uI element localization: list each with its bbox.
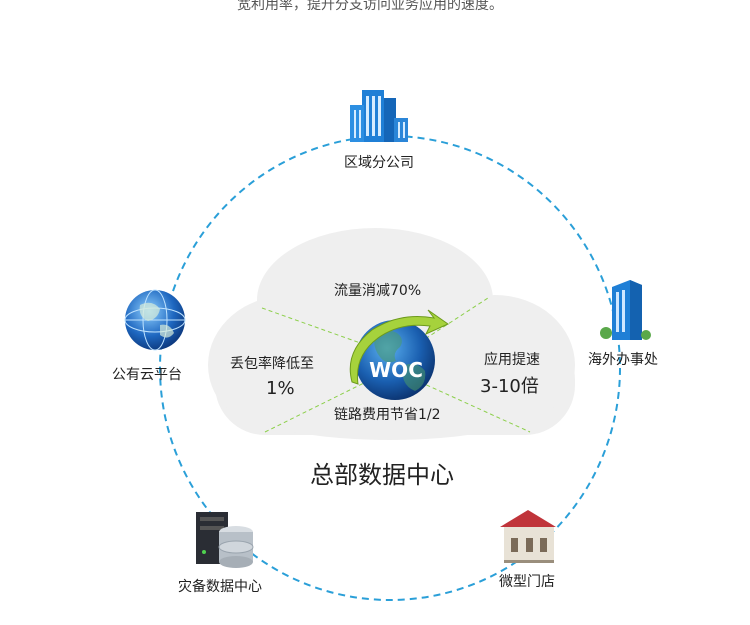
woc-globe-icon [349,309,450,400]
building-icon [350,90,408,142]
server-icon [196,512,254,568]
intro-text: 宽利用率，提升分支访问业务应用的速度。 [237,0,503,13]
office-tower-icon [600,280,651,340]
node-label-micro-store: 微型门店 [499,574,555,590]
metric-link-cost-saving: 链路费用节省1/2 [334,407,441,423]
metric-packet-loss-label: 丢包率降低至 [230,356,314,372]
metric-app-speedup-label: 应用提速 [484,352,540,368]
node-label-public-cloud: 公有云平台 [112,367,182,383]
metric-packet-loss-value: 1% [266,378,295,399]
node-label-dr-datacenter: 灾备数据中心 [178,579,262,595]
cloud-shape [208,228,575,440]
hub-title: 总部数据中心 [310,461,454,489]
store-icon [500,510,556,563]
dashed-ring [159,135,621,601]
woc-logo-text: WOC [369,358,423,382]
node-label-regional-branch: 区域分公司 [344,155,414,171]
node-label-overseas-office: 海外办事处 [588,352,658,368]
metric-traffic-reduction: 流量消减70% [334,283,422,299]
metric-app-speedup-value: 3-10倍 [480,376,539,397]
earth-globe-icon [124,289,186,351]
